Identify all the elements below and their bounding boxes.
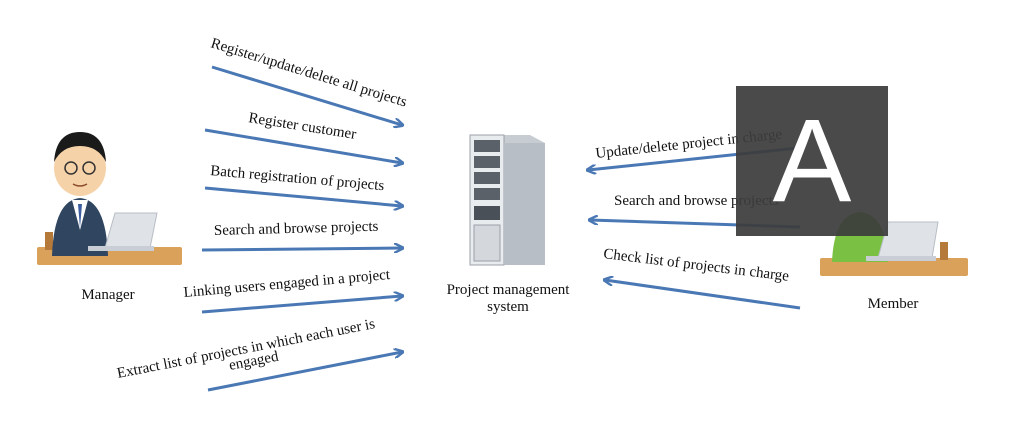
label-extract-list: Extract list of projects in which each u… xyxy=(116,316,377,382)
arrow-check-list xyxy=(605,280,801,310)
label-linking-users: Linking users engaged in a project xyxy=(183,267,391,301)
arrow-extract-list xyxy=(207,352,402,392)
arrow-batch-registration xyxy=(204,186,402,206)
manager-head xyxy=(54,140,106,196)
arrow-register-customer xyxy=(204,128,402,163)
arrow-search-browse-manager xyxy=(201,248,402,250)
server-illustration xyxy=(469,134,545,266)
label-register-customer: Register customer xyxy=(247,110,357,143)
avatar-overlay: A xyxy=(736,86,888,236)
system-label-line2: system xyxy=(487,299,529,315)
manager-label: Manager xyxy=(81,287,134,303)
label-search-browse-manager: Search and browse projects xyxy=(214,219,379,239)
avatar-letter: A xyxy=(772,95,852,227)
arrow-register-update-delete xyxy=(211,65,402,125)
member-label: Member xyxy=(868,296,919,312)
manager-laptop xyxy=(104,212,158,249)
system-label-line1: Project management xyxy=(447,282,571,298)
label-check-list: Check list of projects in charge xyxy=(603,246,791,285)
member-desk xyxy=(820,258,968,276)
arrow-linking-users xyxy=(201,296,402,314)
manager-illustration xyxy=(37,132,182,265)
label-register-update-delete: Register/update/delete all projects xyxy=(209,36,409,111)
